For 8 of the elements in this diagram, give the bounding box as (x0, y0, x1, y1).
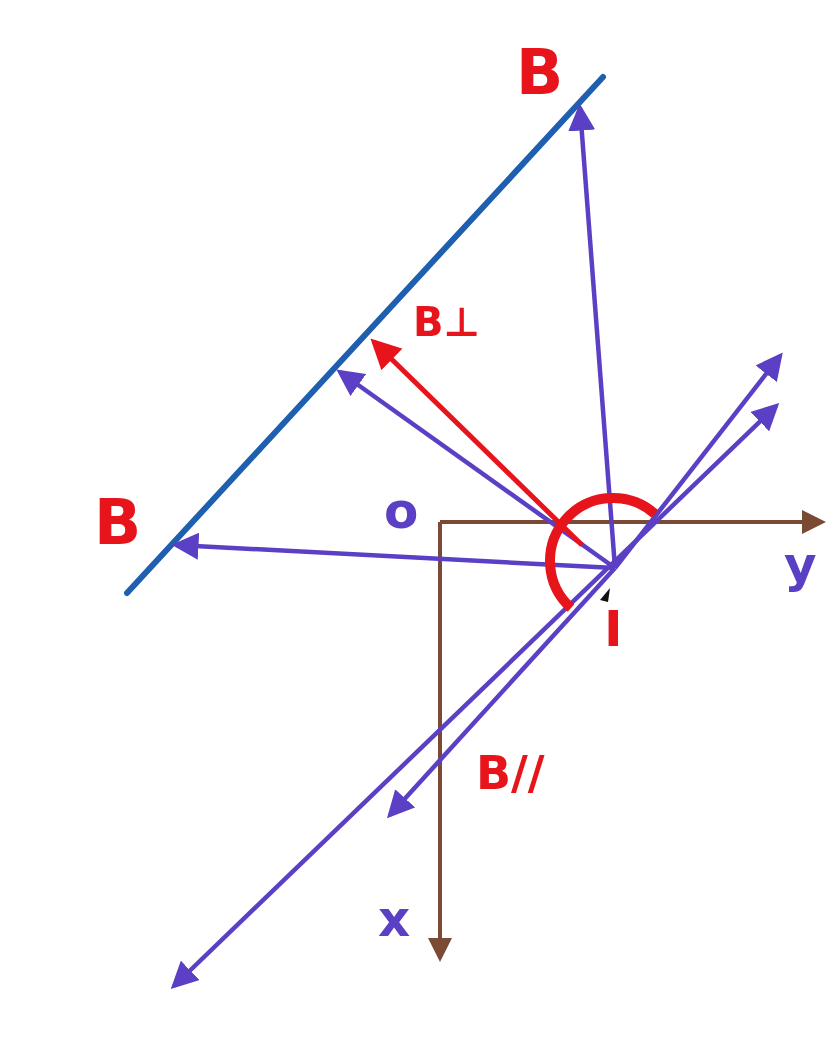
vector-label: B⊥ (413, 302, 481, 342)
vector-label: y (784, 540, 817, 590)
vector-label: B// (476, 750, 545, 796)
vector-label: I (604, 604, 623, 654)
vector-label: x (378, 894, 411, 944)
vector-label: B (516, 42, 564, 104)
vector-label: B (94, 492, 142, 554)
vector-label: o (384, 486, 419, 536)
